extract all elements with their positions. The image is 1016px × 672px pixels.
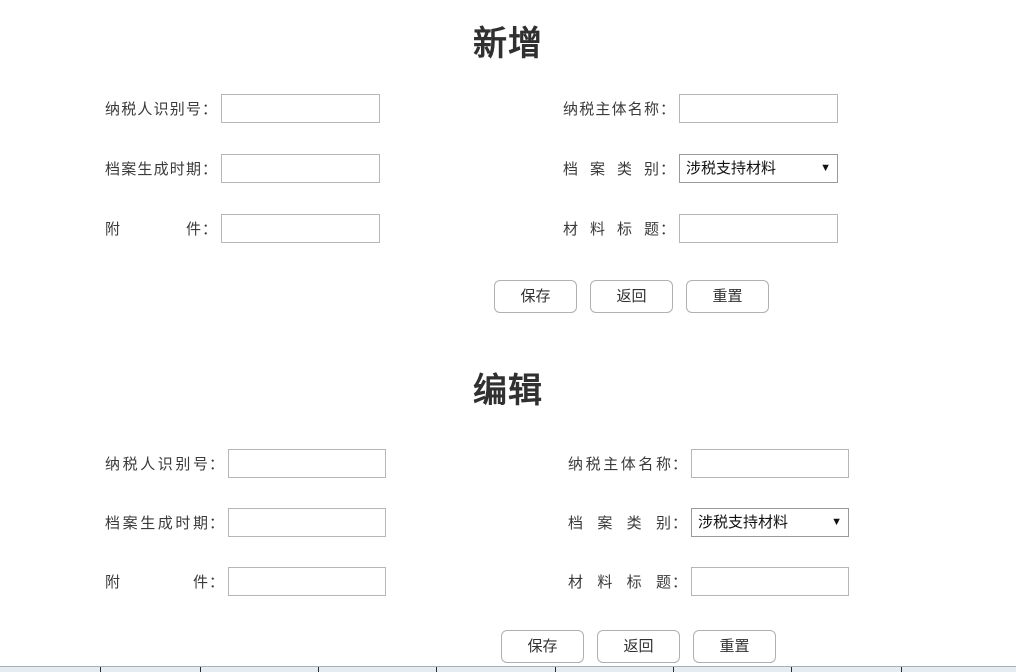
- label-archive-date-edit: 档案生成时期 ：: [105, 514, 224, 532]
- field-row-attachment-add: 附件 ：: [105, 213, 380, 243]
- material-title-input-edit[interactable]: [691, 566, 849, 596]
- reset-button-add[interactable]: 重置: [686, 280, 769, 313]
- page-title-edit: 编辑: [473, 372, 543, 410]
- save-button-edit[interactable]: 保存: [501, 630, 584, 663]
- entity-name-input-add[interactable]: [679, 93, 838, 123]
- material-title-input-add[interactable]: [679, 213, 838, 243]
- archive-date-input-add[interactable]: [221, 153, 380, 183]
- label-attachment-edit: 附件 ：: [105, 573, 224, 591]
- field-row-entity-name-edit: 纳税主体名称 ：: [568, 448, 849, 478]
- entity-name-input-edit[interactable]: [691, 448, 849, 478]
- field-row-entity-name-add: 纳税主体名称 ：: [563, 93, 838, 123]
- label-attachment-add: 附件 ：: [105, 220, 217, 238]
- archive-type-selected-value-add: 涉税支持材料: [686, 159, 777, 177]
- field-row-material-title-add: 材料标题 ：: [563, 213, 838, 243]
- archive-type-selected-value-edit: 涉税支持材料: [698, 513, 789, 531]
- field-row-attachment-edit: 附件 ：: [105, 566, 386, 596]
- field-row-taxpayer-id-add: 纳税人识别号 ：: [105, 93, 380, 123]
- label-material-title-add: 材料标题 ：: [563, 220, 675, 238]
- field-row-material-title-edit: 材料标题 ：: [568, 566, 849, 596]
- save-button-add[interactable]: 保存: [494, 280, 577, 313]
- page-title-add: 新增: [473, 25, 543, 63]
- label-material-title-edit: 材料标题 ：: [568, 573, 687, 591]
- taxpayer-id-input-edit[interactable]: [228, 448, 386, 478]
- archive-type-select-add[interactable]: 涉税支持材料 ▼: [679, 153, 838, 183]
- archive-type-select-edit[interactable]: 涉税支持材料 ▼: [691, 507, 849, 537]
- button-row-edit: 保存 返回 重置: [501, 630, 776, 663]
- label-taxpayer-id-add: 纳税人识别号 ：: [105, 100, 217, 118]
- back-button-add[interactable]: 返回: [590, 280, 673, 313]
- reset-button-edit[interactable]: 重置: [693, 630, 776, 663]
- bottom-table-header: [0, 666, 1016, 672]
- field-row-archive-type-add: 档案类别 ： 涉税支持材料 ▼: [563, 153, 838, 183]
- field-row-archive-date-add: 档案生成时期 ：: [105, 153, 380, 183]
- chevron-down-icon: ▼: [820, 161, 831, 174]
- label-archive-type-add: 档案类别 ：: [563, 160, 675, 178]
- label-entity-name-add: 纳税主体名称 ：: [563, 100, 675, 118]
- label-archive-date-add: 档案生成时期 ：: [105, 160, 217, 178]
- taxpayer-id-input-add[interactable]: [221, 93, 380, 123]
- attachment-input-add[interactable]: [221, 213, 380, 243]
- button-row-add: 保存 返回 重置: [494, 280, 769, 313]
- field-row-archive-date-edit: 档案生成时期 ：: [105, 507, 386, 537]
- attachment-input-edit[interactable]: [228, 566, 386, 596]
- field-row-taxpayer-id-edit: 纳税人识别号 ：: [105, 448, 386, 478]
- label-archive-type-edit: 档案类别 ：: [568, 514, 687, 532]
- archive-date-input-edit[interactable]: [228, 507, 386, 537]
- back-button-edit[interactable]: 返回: [597, 630, 680, 663]
- field-row-archive-type-edit: 档案类别 ： 涉税支持材料 ▼: [568, 507, 849, 537]
- chevron-down-icon: ▼: [831, 515, 842, 528]
- label-entity-name-edit: 纳税主体名称 ：: [568, 455, 687, 473]
- label-taxpayer-id-edit: 纳税人识别号 ：: [105, 455, 224, 473]
